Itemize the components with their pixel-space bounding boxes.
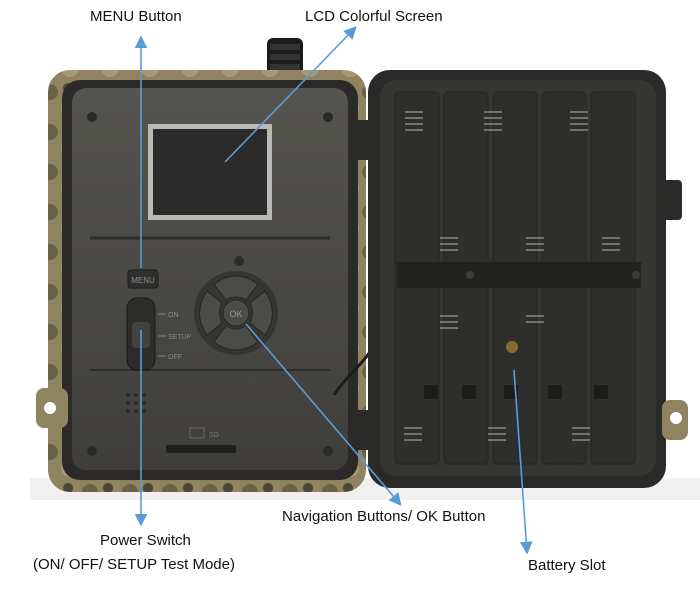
sd-text: SD	[209, 432, 219, 439]
speaker-grille	[126, 393, 146, 413]
lcd-screen	[148, 124, 272, 220]
battery-compartment	[358, 70, 688, 488]
label-power-switch-modes: (ON/ OFF/ SETUP Test Mode)	[33, 556, 235, 573]
label-battery-slot: Battery Slot	[528, 557, 606, 574]
label-lcd-screen: LCD Colorful Screen	[305, 8, 443, 25]
ok-key-text: OK	[229, 309, 242, 319]
menu-key-text: MENU	[131, 276, 155, 285]
label-menu-button: MENU Button	[90, 8, 182, 25]
menu-button[interactable]: MENU	[128, 270, 158, 288]
label-navigation-buttons: Navigation Buttons/ OK Button	[282, 508, 485, 525]
label-power-switch: Power Switch	[100, 532, 191, 549]
switch-off-text: OFF	[168, 354, 182, 361]
switch-on-text: ON	[168, 312, 179, 319]
switch-setup-text: SETUP	[168, 334, 192, 341]
